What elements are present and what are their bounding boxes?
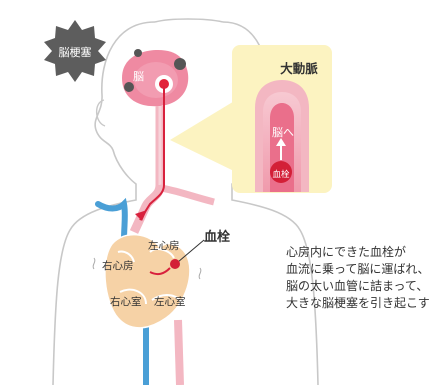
right-ventricle-label: 右心室 — [110, 296, 142, 308]
badge-label: 脳梗塞 — [50, 44, 100, 60]
artery-direction-label: 脳へ — [264, 124, 302, 140]
atrial-clot — [170, 259, 180, 269]
artery-title: 大動脈 — [268, 58, 330, 77]
left-ventricle-label: 左心室 — [154, 296, 186, 308]
left-atrium-label: 左心房 — [148, 240, 180, 252]
damage-mark — [174, 58, 186, 70]
description: 心房内にできた血栓が 血流に乗って脳に運ばれ、 脳の太い血管に詰まって、 大きな… — [286, 244, 430, 312]
callout-connector — [170, 100, 236, 172]
description-line: 大きな脳梗塞を引き起こす — [286, 295, 430, 312]
description-line: 心房内にできた血栓が — [286, 244, 430, 261]
head-top — [155, 19, 223, 22]
vena-cava — [98, 204, 125, 240]
brain-label: 脳 — [133, 68, 144, 84]
artery-branch-right — [160, 188, 214, 202]
right-atrium-label: 右心房 — [102, 260, 134, 272]
fibrillation-mark-left — [93, 258, 95, 269]
clot-small-label: 血栓 — [268, 168, 294, 180]
descending-aorta — [178, 320, 180, 385]
embolus-label: 血栓 — [204, 226, 230, 245]
damage-mark — [134, 49, 142, 57]
description-line: 脳の太い血管に詰まって、 — [286, 278, 430, 295]
description-line: 血流に乗って脳に運ばれ、 — [286, 261, 430, 278]
fibrillation-mark-right — [199, 268, 201, 279]
